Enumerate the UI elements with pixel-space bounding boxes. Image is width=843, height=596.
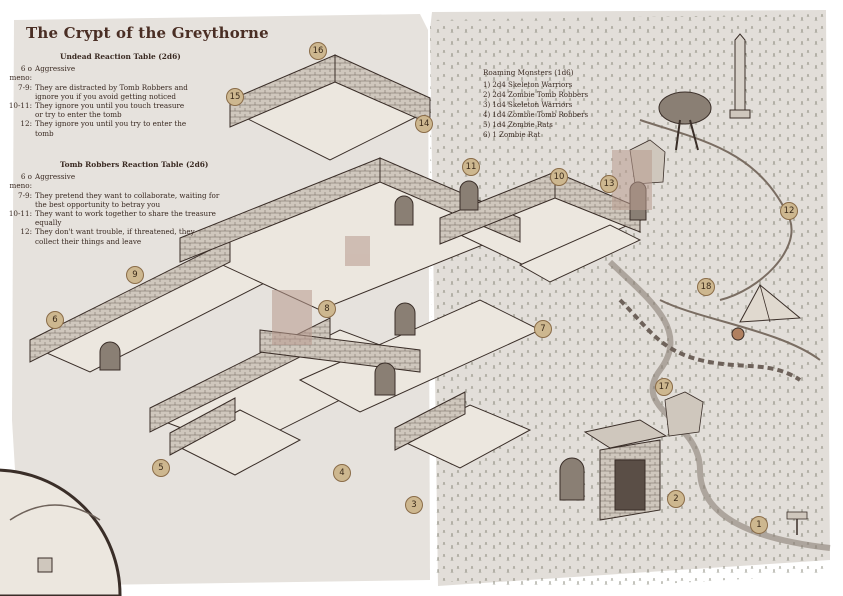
room-marker-3: 3 — [405, 496, 423, 514]
roll-range: 7-9: — [18, 190, 32, 200]
room-marker-10: 10 — [550, 168, 568, 186]
roll-range: 10-11: — [8, 209, 32, 219]
robbers-row: 6 o meno:Aggressive — [0, 172, 220, 190]
obelisk — [729, 33, 751, 119]
undead-row: 7-9:They are distracted by Tomb Robbers … — [0, 83, 190, 101]
hill-ridge-2 — [659, 299, 821, 361]
roaming-item: 3) 1d4 Skeleton Warriors — [483, 101, 573, 109]
roll-result: They ignore you until you try to enter t… — [35, 119, 187, 138]
roll-range: 6 o meno: — [9, 64, 32, 83]
undead-row: 10-11:They ignore you until you touch tr… — [0, 101, 190, 119]
roll-range: 10-11: — [8, 101, 32, 111]
room-marker-9: 9 — [126, 266, 144, 284]
room-marker-13: 13 — [600, 175, 618, 193]
signpost — [786, 511, 808, 535]
roll-result: They ignore you until you touch treasure… — [35, 101, 185, 120]
undead-reaction-table: Undead Reaction Table (2d6) 6 o meno:Agg… — [0, 52, 190, 138]
page-title: The Crypt of the Greythorne — [26, 24, 269, 42]
ghost-figures — [272, 150, 652, 345]
room-marker-7: 7 — [534, 320, 552, 338]
stone-boundary — [618, 298, 802, 382]
roaming-heading: Roaming Monsters (1d6) — [483, 68, 574, 77]
roll-range: 7-9: — [18, 82, 32, 92]
room-marker-18: 18 — [697, 278, 715, 296]
robbers-row: 10-11:They want to work together to shar… — [0, 209, 220, 227]
roll-result: Aggressive — [35, 64, 76, 74]
roaming-item: 6) 1 Zombie Rat — [483, 131, 541, 139]
roll-range: 6 o meno: — [9, 172, 32, 191]
roll-result: They pretend they want to collaborate, w… — [35, 190, 220, 209]
room-marker-5: 5 — [152, 459, 170, 477]
robbers-row: 7-9:They pretend they want to collaborat… — [0, 191, 220, 209]
robbers-row: 12:They don't want trouble, if threatene… — [0, 227, 220, 245]
room-marker-12: 12 — [780, 202, 798, 220]
room-marker-2: 2 — [667, 490, 685, 508]
undead-row: 6 o meno:Aggressive — [0, 64, 190, 82]
robbers-table-heading: Tomb Robbers Reaction Table (2d6) — [60, 160, 209, 169]
roll-range: 12: — [20, 227, 32, 237]
room-marker-6: 6 — [46, 311, 64, 329]
room-marker-17: 17 — [655, 378, 673, 396]
arches — [99, 180, 647, 501]
dead-tree — [658, 91, 712, 151]
room-marker-4: 4 — [333, 464, 351, 482]
room-marker-1: 1 — [750, 516, 768, 534]
roaming-monsters-table: Roaming Monsters (1d6) 1) 2d4 Skeleton W… — [483, 68, 588, 140]
room-marker-16: 16 — [309, 42, 327, 60]
tomb-entrance — [583, 419, 668, 521]
roaming-item: 1) 2d4 Skeleton Warriors — [483, 81, 573, 89]
roaming-item: 4) 1d4 Zombie Tomb Robbers — [483, 111, 589, 119]
inset-minimap — [0, 468, 122, 596]
roll-range: 12: — [20, 119, 32, 129]
room-marker-14: 14 — [415, 115, 433, 133]
camp-tent — [739, 284, 802, 323]
roaming-item: 2) 2d4 Zombie Tomb Robbers — [483, 91, 589, 99]
roaming-item: 5) 1d4 Zombie Rats — [483, 121, 553, 129]
roll-result: They are distracted by Tomb Robbers and … — [35, 82, 188, 101]
undead-row: 12:They ignore you until you try to ente… — [0, 119, 190, 137]
campfire — [731, 327, 745, 341]
roll-result: They want to work together to share the … — [35, 209, 216, 228]
roll-result: They don't want trouble, if threatened, … — [35, 227, 195, 246]
undead-table-heading: Undead Reaction Table (2d6) — [60, 52, 181, 61]
room-marker-15: 15 — [226, 88, 244, 106]
roll-result: Aggressive — [35, 172, 76, 182]
tomb-robbers-reaction-table: Tomb Robbers Reaction Table (2d6) 6 o me… — [0, 160, 220, 246]
room-marker-11: 11 — [462, 158, 480, 176]
room-marker-8: 8 — [318, 300, 336, 318]
